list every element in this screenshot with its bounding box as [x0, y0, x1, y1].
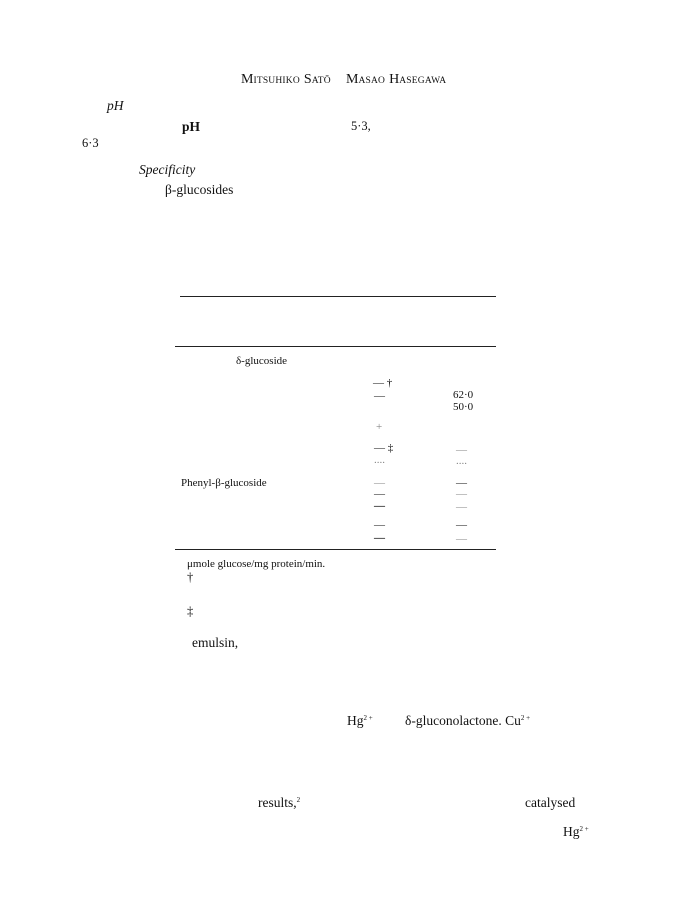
table-cell: — — [374, 390, 385, 402]
table-bottom-rule — [175, 549, 496, 550]
hg-ion-text-2: Hg2 + — [563, 824, 589, 839]
table-cell: .... — [374, 454, 385, 466]
table-cell: 62·0 — [453, 389, 474, 401]
ph-heading: pH — [107, 98, 124, 113]
specificity-heading: Specificity — [139, 162, 196, 177]
table-cell: — — [374, 477, 385, 489]
table-glucoside-label: δ-glucoside — [236, 355, 288, 367]
table-cell: — — [374, 519, 385, 531]
table-cell: — — [456, 501, 467, 513]
table-cell: + — [376, 421, 383, 433]
table-phenyl-label: Phenyl-β-glucoside — [181, 477, 267, 489]
table-cell: .... — [456, 455, 467, 467]
table-cell: — — [456, 444, 467, 456]
catalysed-text: catalysed — [525, 795, 576, 810]
table-cell: — — [456, 519, 467, 531]
table-cell: — — [374, 532, 385, 544]
table-cell: — † — [373, 377, 393, 389]
table-cell: — — [456, 533, 467, 545]
hg-ion-text: Hg2 + — [347, 713, 373, 728]
table-cell: — ‡ — [374, 442, 394, 454]
table-cell: — — [456, 488, 467, 500]
ph-bold-text: pH — [182, 119, 201, 134]
ph-value-1: 5·3, — [351, 119, 371, 133]
emulsin-text: emulsin, — [192, 635, 239, 650]
table-cell: 50·0 — [453, 401, 474, 413]
gluconolactone-text: δ-gluconolactone. Cu2 + — [405, 713, 531, 728]
running-header-author2: MASAO HASEGAWA — [346, 72, 447, 87]
table-cell: — — [374, 488, 385, 500]
running-header-author1: MITSUHIKO SATŌ — [241, 72, 331, 87]
ph-value-2: 6·3 — [82, 136, 99, 150]
table-header-rule — [175, 346, 496, 347]
table-cell: — — [374, 500, 385, 512]
beta-glucosides-text: β-glucosides — [165, 182, 234, 197]
footnote-double-dagger: ‡ — [187, 604, 194, 618]
results-text: results,2 — [258, 795, 301, 810]
table-cell: — — [456, 477, 467, 489]
table-top-rule — [180, 296, 496, 297]
footnote-dagger: † — [187, 570, 194, 584]
footnote-unit: μmole glucose/mg protein/min. — [187, 558, 326, 570]
